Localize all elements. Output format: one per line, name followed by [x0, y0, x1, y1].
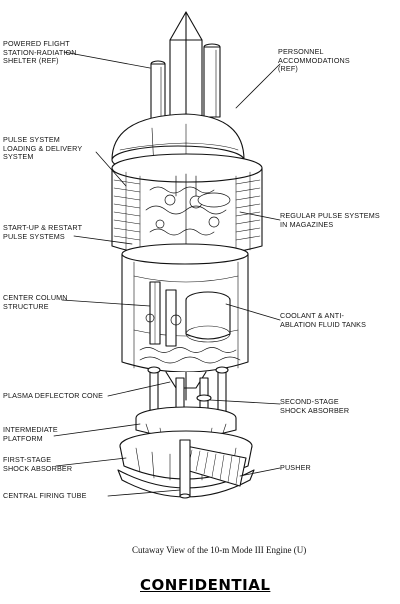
label-startup-restart: START-UP & RESTART PULSE SYSTEMS	[3, 223, 83, 241]
label-pusher: PUSHER	[280, 463, 311, 472]
station-tower	[150, 11, 221, 125]
label-center-column: CENTER COLUMN STRUCTURE	[3, 293, 68, 311]
label-intermediate-platform: INTERMEDIATE PLATFORM	[3, 425, 58, 443]
magazine-drum	[111, 153, 263, 261]
label-personnel-accommodations: PERSONNEL ACCOMMODATIONS (REF)	[278, 47, 350, 74]
confidential-stamp: CONFIDENTIAL	[140, 576, 271, 594]
pusher-plate	[117, 430, 255, 499]
main-cylinder	[121, 243, 249, 373]
label-plasma-deflector-cone: PLASMA DEFLECTOR CONE	[3, 391, 104, 400]
figure-caption: Cutaway View of the 10-m Mode III Engine…	[132, 545, 307, 555]
label-central-firing-tube: CENTRAL FIRING TUBE	[3, 491, 87, 500]
leader-lines	[53, 51, 281, 497]
label-first-stage-shock-absorber: FIRST-STAGE SHOCK ABSORBER	[3, 455, 73, 473]
label-regular-pulse-systems: REGULAR PULSE SYSTEMS IN MAGAZINES	[280, 211, 380, 229]
label-second-stage-shock-absorber: SECOND-STAGE SHOCK ABSORBER	[280, 397, 350, 415]
label-pulse-system-loading: PULSE SYSTEM LOADING & DELIVERY SYSTEM	[3, 135, 83, 162]
label-powered-flight-station: POWERED FLIGHT STATION-RADIATION SHELTER…	[3, 39, 77, 66]
label-coolant-tanks: COOLANT & ANTI- ABLATION FLUID TANKS	[280, 311, 367, 329]
